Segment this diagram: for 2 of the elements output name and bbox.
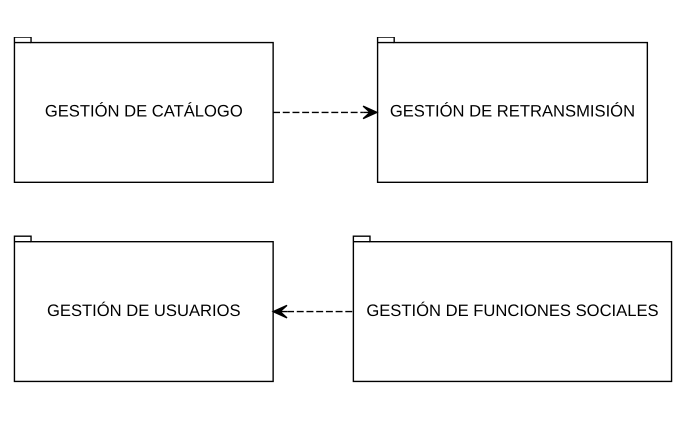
arrow [273,105,378,120]
arrow [272,304,353,319]
